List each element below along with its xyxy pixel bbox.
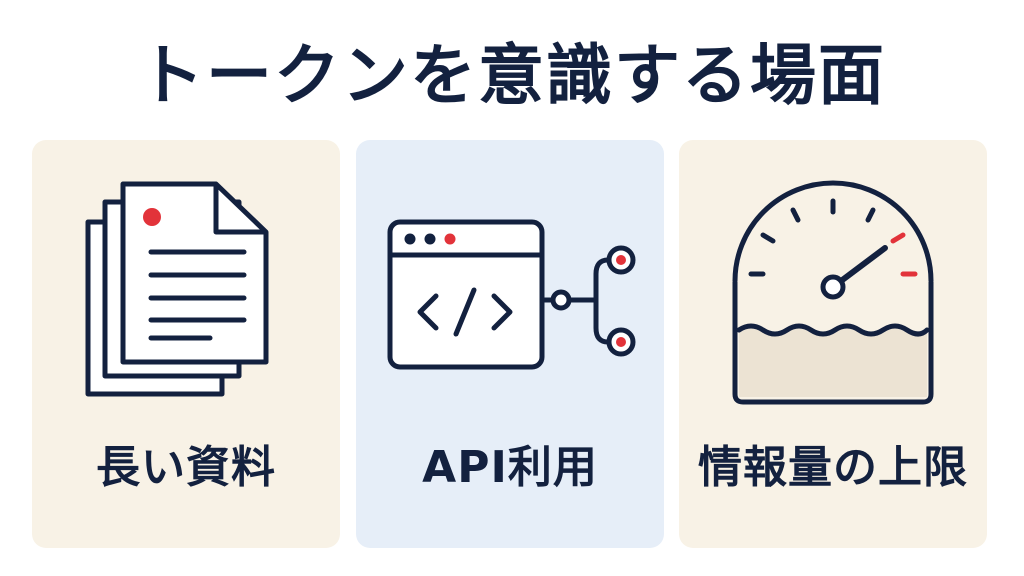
card-information-limit: 情報量の上限	[679, 140, 987, 548]
card-label-api-usage: API利用	[422, 442, 598, 493]
card-label-long-documents: 長い資料	[96, 442, 276, 493]
card-label-information-limit: 情報量の上限	[698, 442, 968, 493]
page-title: トークンを意識する場面	[138, 37, 886, 114]
code-window-api-icon	[387, 219, 636, 370]
gauge-capacity-icon	[732, 180, 934, 405]
card-api-usage: API利用	[356, 140, 664, 548]
card-long-documents: 長い資料	[32, 140, 340, 548]
documents-stack-icon	[85, 181, 269, 397]
